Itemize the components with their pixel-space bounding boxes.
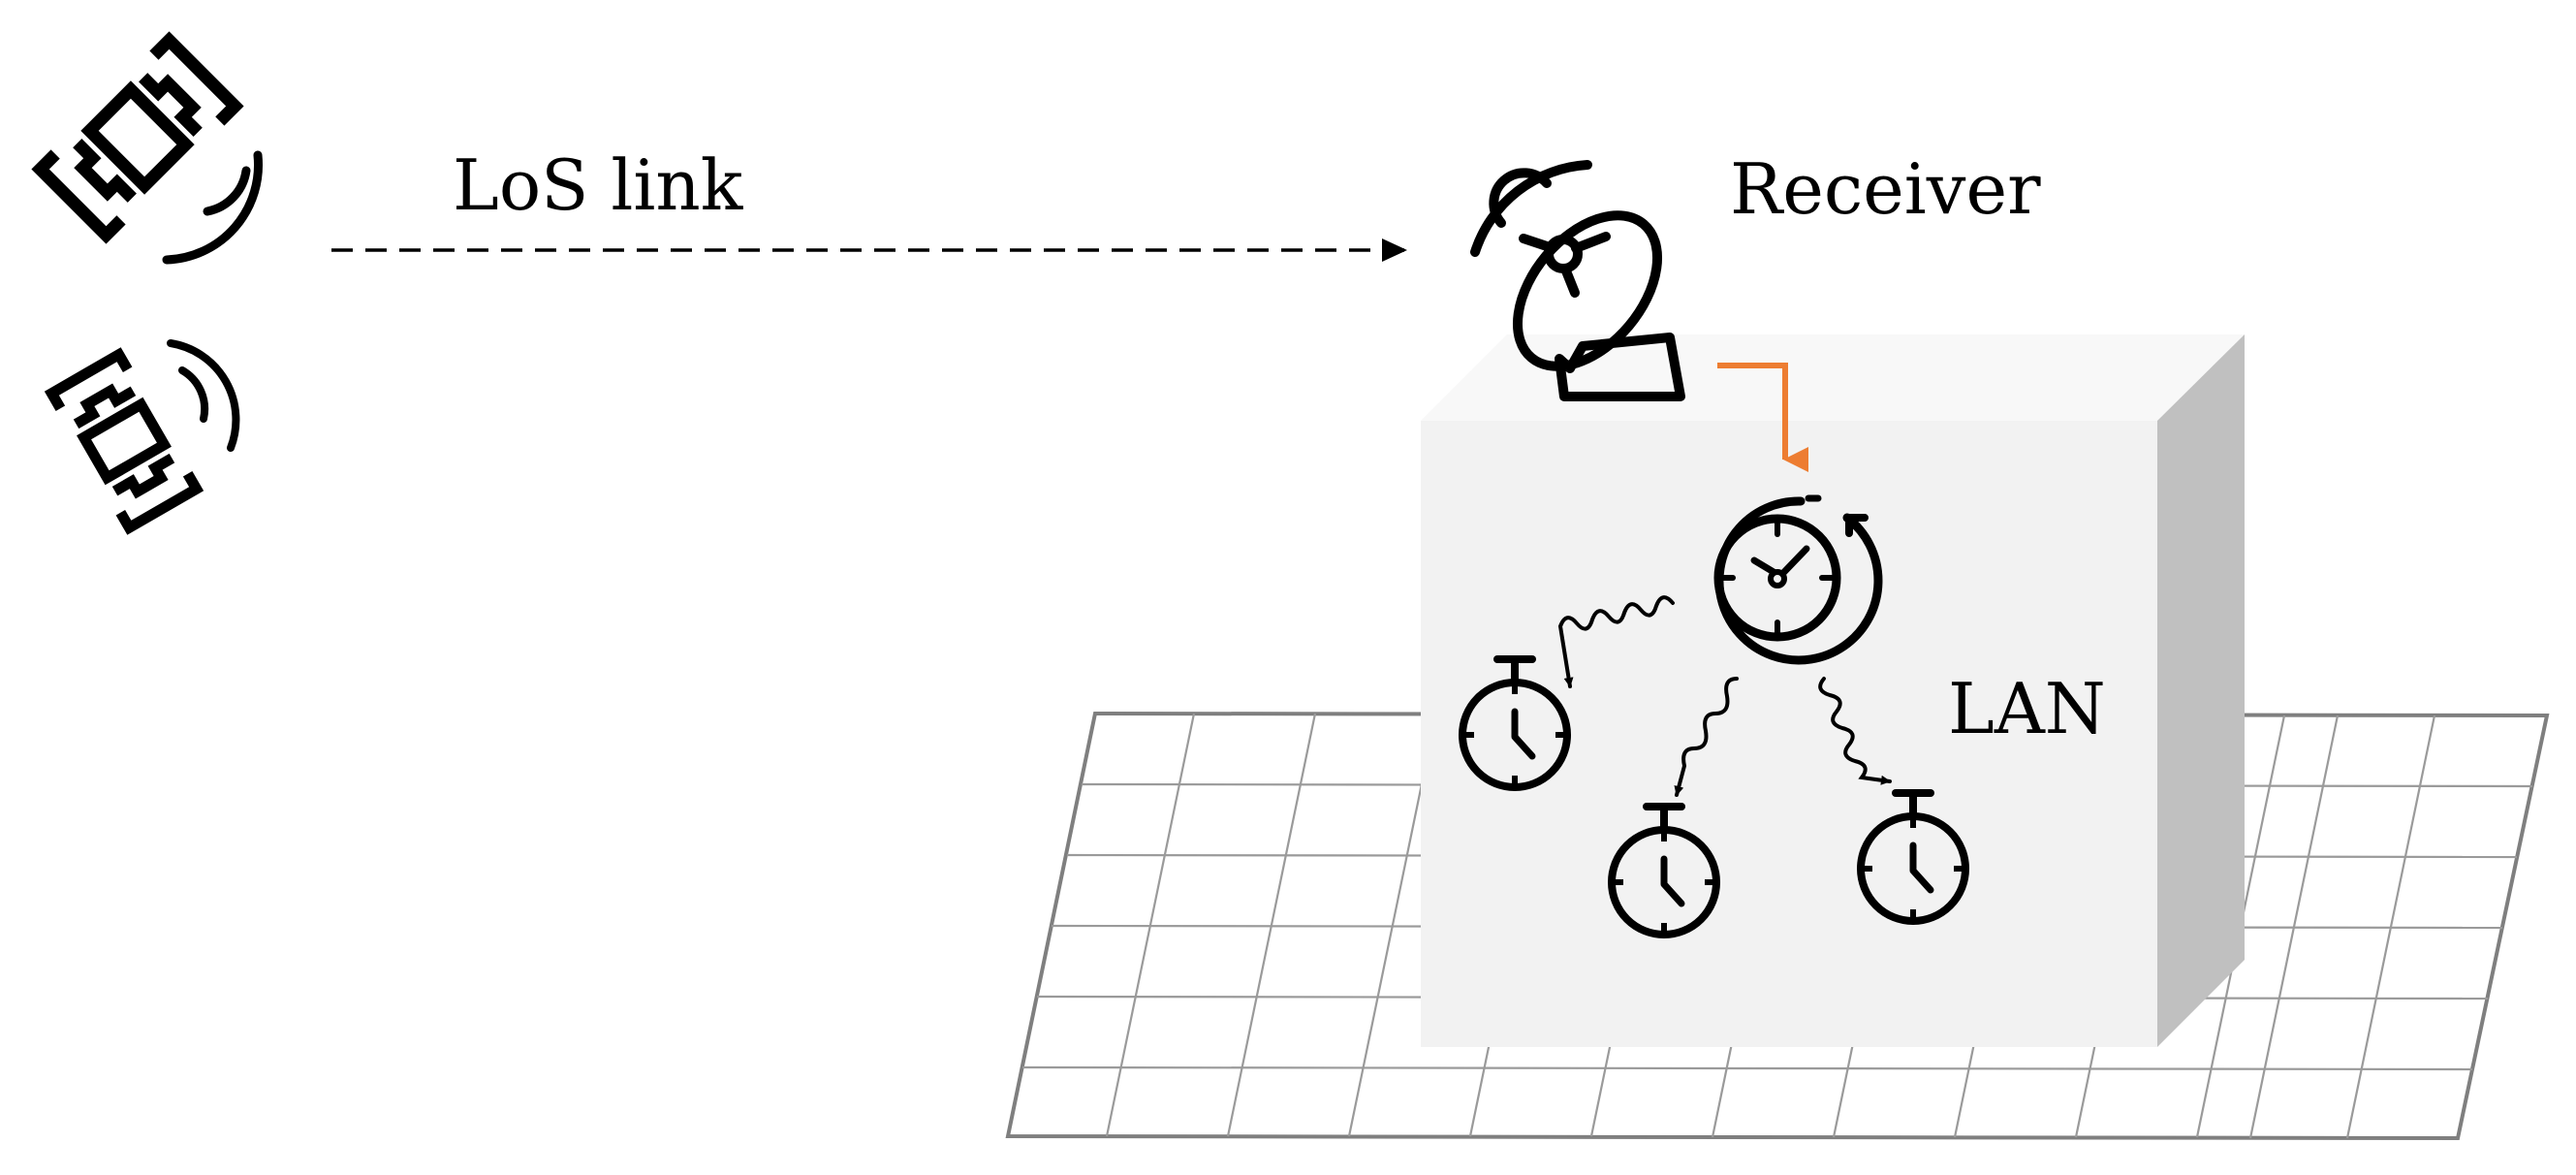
satellite-icon [44, 347, 204, 535]
satellite-icon [31, 31, 244, 244]
lan-box [1421, 334, 2245, 1047]
sync-arrow-left [1557, 595, 1675, 688]
los-link-label: LoS link [453, 144, 744, 226]
receiver-to-clock-arrow [1717, 363, 1808, 472]
sync-arrow-right [1818, 677, 1892, 785]
master-clock-icon [1713, 494, 1883, 665]
satellite-dish-icon [1470, 160, 1685, 401]
signal-waves-icon [162, 150, 263, 265]
distribution-arrows [1557, 595, 1892, 797]
sync-arrow-middle [1674, 677, 1739, 797]
lan-label: LAN [1948, 668, 2106, 749]
receiver-label: Receiver [1730, 148, 2041, 230]
signal-waves-icon [167, 339, 240, 452]
